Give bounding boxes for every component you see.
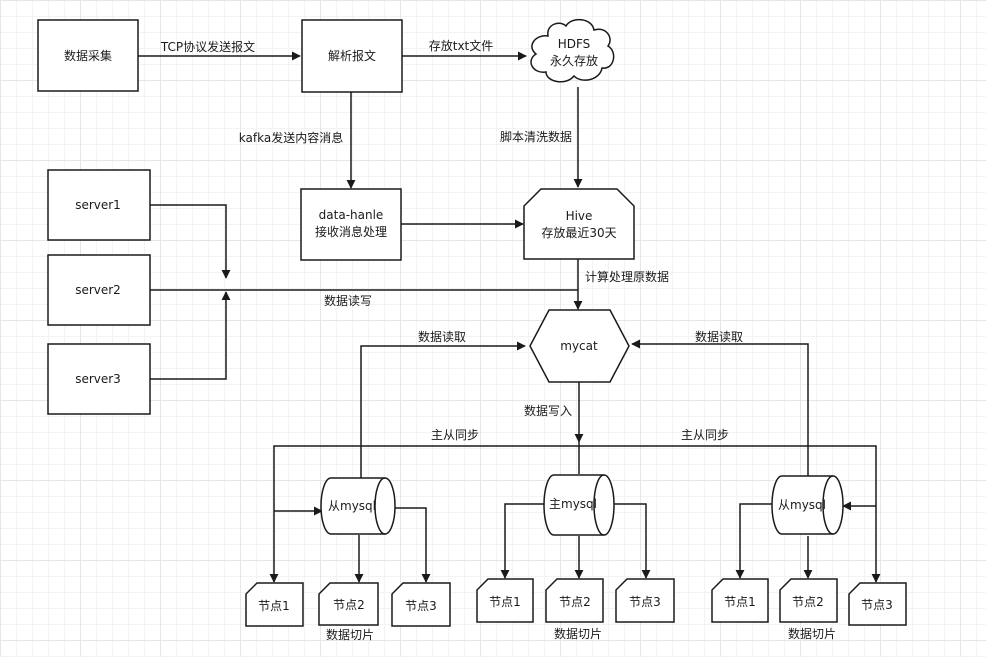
node-hive-title: Hive [566, 209, 593, 223]
label-script-clean: 脚本清洗数据 [500, 129, 572, 144]
edge-labels: TCP协议发送报文 存放txt文件 kafka发送内容消息 脚本清洗数据 计算处… [160, 38, 836, 642]
node-master-mysql-label: 主mysql [549, 497, 597, 511]
cloud-icon [530, 18, 615, 83]
node-collect[interactable]: 数据采集 [37, 19, 139, 92]
node-hdfs[interactable]: HDFS 永久存放 [530, 18, 615, 83]
card-right-node2[interactable]: 节点2 [779, 578, 838, 623]
node-mycat-label: mycat [560, 339, 598, 353]
node-parse[interactable]: 解析报文 [301, 19, 403, 93]
node-server2[interactable]: server2 [47, 254, 151, 326]
card-mid-node1[interactable]: 节点1 [476, 578, 534, 623]
node-data-handle-title: data-hanle [319, 208, 384, 222]
node-server3[interactable]: server3 [47, 343, 151, 415]
label-shard-left: 数据切片 [326, 627, 374, 642]
card-mid-node3[interactable]: 节点3 [615, 578, 675, 623]
node-master-mysql[interactable]: 主mysql [543, 474, 615, 536]
label-read-left: 数据读取 [418, 329, 466, 344]
node-data-handle-subtitle: 接收消息处理 [315, 224, 387, 239]
card-left-node1-label: 节点1 [258, 599, 290, 613]
node-parse-label: 解析报文 [328, 48, 376, 63]
card-right-node1[interactable]: 节点1 [711, 578, 769, 623]
card-right-node1-label: 节点1 [724, 595, 756, 609]
edge-slave-right-read [631, 339, 809, 478]
label-compute: 计算处理原数据 [585, 269, 669, 284]
label-store-txt: 存放txt文件 [429, 38, 494, 53]
card-left-node2[interactable]: 节点2 [318, 582, 379, 626]
edge-left-node3 [395, 507, 431, 583]
node-data-handle[interactable]: data-hanle 接收消息处理 [300, 188, 402, 261]
node-mycat[interactable]: mycat [529, 309, 630, 383]
label-tcp-send: TCP协议发送报文 [160, 39, 255, 54]
node-hdfs-subtitle: 永久存放 [550, 53, 598, 68]
edge-mid-node1 [500, 503, 544, 579]
label-shard-right: 数据切片 [788, 626, 836, 641]
node-hive[interactable]: Hive 存放最近30天 [523, 188, 635, 260]
edge-right-node1 [735, 503, 772, 579]
node-slave-mysql-left-label: 从mysql [328, 499, 376, 513]
card-right-node2-label: 节点2 [792, 595, 824, 609]
label-sync-left: 主从同步 [431, 428, 479, 442]
node-hive-subtitle: 存放最近30天 [541, 225, 616, 240]
label-read-write: 数据读写 [324, 293, 372, 308]
card-mid-node3-label: 节点3 [629, 595, 661, 609]
card-left-node3[interactable]: 节点3 [391, 582, 451, 627]
card-mid-node1-label: 节点1 [489, 595, 521, 609]
card-left-node2-label: 节点2 [333, 598, 365, 612]
card-left-node3-label: 节点3 [405, 599, 437, 613]
edge-mid-node3 [614, 503, 651, 579]
node-slave-mysql-right[interactable]: 从mysql [771, 475, 844, 535]
edge-server3-to-bus [150, 291, 231, 380]
label-shard-mid: 数据切片 [554, 626, 602, 641]
node-slave-mysql-right-label: 从mysql [778, 498, 826, 512]
card-mid-node2-label: 节点2 [559, 595, 591, 609]
edges [138, 51, 881, 583]
node-server1-label: server1 [75, 198, 121, 212]
card-right-node3[interactable]: 节点3 [848, 582, 907, 626]
card-mid-node2[interactable]: 节点2 [545, 578, 604, 623]
node-hdfs-title: HDFS [558, 37, 591, 51]
node-server3-label: server3 [75, 372, 121, 386]
edge-server1-to-bus [150, 204, 231, 279]
label-write: 数据写入 [524, 403, 572, 418]
label-kafka-send: kafka发送内容消息 [239, 130, 343, 145]
node-server1[interactable]: server1 [47, 169, 151, 241]
node-collect-label: 数据采集 [64, 48, 112, 63]
edge-slave-left-read [360, 341, 526, 482]
node-slave-mysql-left[interactable]: 从mysql [320, 477, 396, 535]
label-sync-right: 主从同步 [681, 428, 729, 442]
edge-sync-bus [273, 445, 877, 580]
node-server2-label: server2 [75, 283, 121, 297]
card-left-node1[interactable]: 节点1 [245, 582, 304, 627]
card-right-node3-label: 节点3 [861, 598, 893, 612]
label-read-right: 数据读取 [695, 329, 743, 344]
